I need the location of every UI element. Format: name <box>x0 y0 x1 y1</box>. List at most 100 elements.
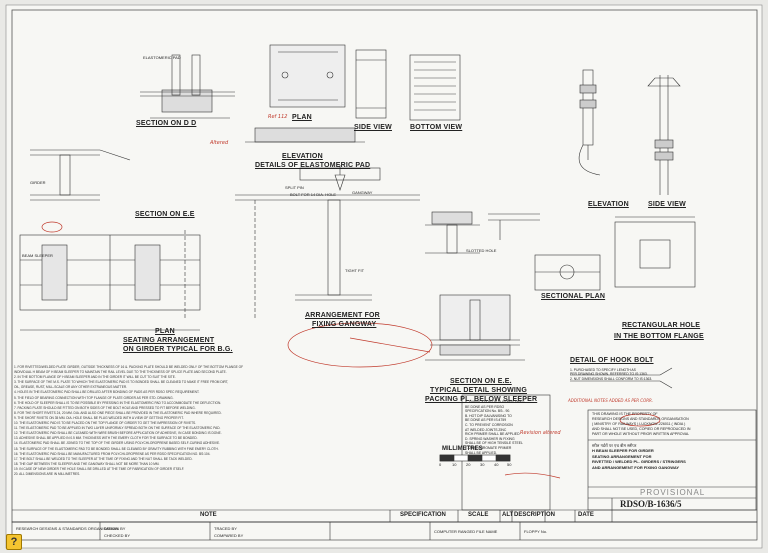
packing-plate-title: PACKING PL. BELOW SLEEPER <box>425 396 538 403</box>
note-line: 17. THE BOLT SHALL BE WELDED TO THE SLEE… <box>14 456 193 461</box>
gangway-label: GANGWAY <box>352 190 373 195</box>
hook-bolt-title: DETAIL OF HOOK BOLT <box>570 357 654 364</box>
ownership-line: ( MINISTRY OF RAILWAYS ) LUCKNOW-226011 … <box>592 422 686 426</box>
note-line: 3. THE SURFACE OF THE M.S. PLATE TO WHIC… <box>14 380 229 385</box>
note-line: INDIVIDUAL H BEAM OF H BEAM SLEEPER TO M… <box>14 370 227 375</box>
spec-line: SPECIFICATION No. BS:- 90. <box>465 409 511 414</box>
sectional-plan-title: SECTIONAL PLAN <box>541 293 606 300</box>
drawing-number: RDSO/B-1636/5 <box>620 499 682 509</box>
bolt-label: BOLT FOR 14 DIA. HOLE <box>290 192 337 197</box>
note-line: 14. ELASTOMERIC PAD SHALL BE JOINED TO T… <box>14 441 220 446</box>
hook-note-line: 1. PURCHASED TO SPECIFY LENGTH AS <box>570 368 636 372</box>
handwritten-revision: Revision altered <box>520 430 561 436</box>
note-line: 5. THE FIELD OF BEARING CONNECTION WITH … <box>14 395 174 400</box>
spec-notes: A. FABRICATION OF SLEEPER SHALL BE DONE … <box>465 400 525 455</box>
footer-scale: SCALE <box>468 512 489 518</box>
note-line: 11. THE ELASTOMERIC PAD TO BE APPLIED IN… <box>14 426 221 431</box>
spec-line: B. HOT DIP GALVANISING TO <box>465 413 512 418</box>
title-line-4: AND ARRANGEMENT FOR FIXING GANGWAY <box>592 464 680 470</box>
scale-tick-30: 30 <box>480 462 485 467</box>
rect-hole-subtitle: IN THE BOTTOM FLANGE <box>614 333 704 340</box>
title-line-3: RIVETTED / WELDED PL. GIRDERS / STRINGER… <box>592 459 686 465</box>
section-ee-title: SECTION ON E.E <box>135 211 195 218</box>
handwritten-additional: ADDITIONAL NOTES ADDED AS PER CORR. <box>568 398 654 403</box>
title-hindi: स्टील गर्डरों पर एच बीम स्लीपर <box>592 443 637 448</box>
ownership-line: PART OR WHOLE WITHOUT PRIOR WRITTEN APPR… <box>592 432 690 436</box>
slotted-hole-label: SLOTTED HOLE <box>466 248 497 253</box>
spec-line: E. ZINC CHROMATE PRIMER <box>465 445 512 450</box>
provisional-stamp: PROVISIONAL <box>640 488 706 497</box>
seating-title: SEATING ARRANGEMENT <box>123 337 215 344</box>
note-line: OIL, GREASE, RUST, MILL-SCALE OR ANY OTH… <box>14 385 128 390</box>
ownership-notice: THIS DRAWING IS THE PROPERTY OF RESEARCH… <box>592 412 690 437</box>
elevation-pad-title: ELEVATION <box>282 153 323 160</box>
hook-note-line: 2. NUT DIMENSIONS SHALL CONFORM TO IS:13… <box>570 376 653 381</box>
spec-line: SHALL BE APPLIED. <box>465 450 498 455</box>
bottom-view-title: BOTTOM VIEW <box>410 124 463 131</box>
note-line: 16. THE ELASTOMERIC PAD SHALL BE MANUFAC… <box>14 451 211 456</box>
details-pad-title: DETAILS OF ELASTOMERIC PAD <box>255 162 371 169</box>
note-line: 4. HOLES IN THE ELASTOMERIC PAD SHALL BE… <box>14 390 200 395</box>
section-dd-title: SECTION ON D D <box>136 120 197 127</box>
beam-sleeper-label: BEAM SLEEPER <box>22 253 53 258</box>
spec-line: RICH PRIMER SHALL BE APPLIED <box>465 432 520 437</box>
hook-note-line: PER DRAWING SHOWN. REFERRED TO IS:1363. <box>570 372 648 377</box>
help-icon[interactable]: ? <box>6 534 22 550</box>
note-line: 2. IN THE BOTTOM FLANGE OF H BEAM SLEEPE… <box>14 375 176 380</box>
footer-date: DATE <box>578 512 594 518</box>
note-line: 18. THE GAP BETWEEN THE SLEEPER AND THE … <box>14 461 160 466</box>
footer-specification: SPECIFICATION <box>400 512 446 518</box>
split-pin-label: SPLIT PIN <box>285 185 304 190</box>
spec-line: D. SPRING WASHER IN FIXING <box>465 436 515 441</box>
section-ee2-title: SECTION ON E.E. <box>450 378 512 385</box>
spec-line: BE DONE AS PER IS:4759 <box>465 418 507 423</box>
plan-seat-title: PLAN <box>155 328 175 335</box>
handwritten-altered: Altered <box>210 140 229 146</box>
footer-alt: ALT <box>502 512 514 518</box>
footer-floppy: FLOPPY No. <box>524 529 548 534</box>
side-view-hook-title: SIDE VIEW <box>648 201 686 208</box>
note-line: 8. FOR THE SHORT RIVETS 24, 20 MM. DIA. … <box>14 410 222 415</box>
title-line-1: H BEAM SLEEPER FOR GIRDER <box>592 448 654 454</box>
footer-org: RESEARCH DESIGNS & STANDARDS ORGANISATIO… <box>16 526 119 531</box>
millimetres-label: MILLIMETRES <box>442 446 483 452</box>
seating-subtitle: ON GIRDER TYPICAL FOR B.G. <box>123 346 233 353</box>
girder-label: GIRDER <box>30 180 46 185</box>
note-line: 19. IN CASE OF NEW GIRDER THE HOLE SHALL… <box>14 466 185 471</box>
rect-hole-title: RECTANGULAR HOLE <box>622 322 701 329</box>
spec-line: SHALL BE OF HIGH TENSILE STEEL <box>465 441 523 446</box>
footer-compared: COMPARED BY <box>214 533 244 538</box>
scale-tick-20: 20 <box>466 462 471 467</box>
ownership-line: THIS DRAWING IS THE PROPERTY OF <box>592 412 658 416</box>
scale-tick-50: 50 <box>507 462 512 467</box>
pad-label-dd: ELASTOMERIC PAD <box>143 55 181 60</box>
note-line: 6. THE HOLD OF SLEEPER SHALL IS TO BE PO… <box>14 400 222 405</box>
plan-top-title: PLAN <box>292 114 312 121</box>
spec-line: AT WELDED JOINTS ZINC <box>465 427 507 432</box>
handwritten-ref: Ref 112 <box>268 114 288 120</box>
note-line: 1. FOR RIVETTED/WELDED PLATE GIRDER, OUT… <box>14 365 244 369</box>
note-line: 13. ADHESIVE SHALL BE APPLIED IN 0.5 MM.… <box>14 436 198 441</box>
typical-detail-title: TYPICAL DETAIL SHOWING <box>430 387 527 394</box>
note-line: 12. THE ELASTOMERIC PAD SHALL BE CLEANED… <box>14 431 222 436</box>
side-view-top-title: SIDE VIEW <box>354 124 392 131</box>
note-line: 10. THE ELASTOMERIC PAD IS TO BE PLACED … <box>14 421 197 426</box>
hook-notes: 1. PURCHASED TO SPECIFY LENGTH AS PER DR… <box>570 368 652 381</box>
spec-line: A. FABRICATION OF SLEEPER SHALL <box>465 400 526 404</box>
footer-description: DESCRIPTION <box>514 512 556 518</box>
note-line: 15. THE SURFACE OF THE ELASTOMERIC PAD T… <box>14 446 219 451</box>
arrangement-title: ARRANGEMENT FOR <box>305 312 380 319</box>
ownership-line: RESEARCH DESIGNS AND STANDARDS ORGANISAT… <box>592 417 689 421</box>
notes-block: 1. FOR RIVETTED/WELDED PLATE GIRDER, OUT… <box>14 365 389 477</box>
note-line: 9. THE SHORT RIVETS ON 35 MM. DIA. HOLE … <box>14 415 184 420</box>
footer-computer: COMPUTER RANGED FILE NAME <box>434 529 498 534</box>
note-line: 7. PACKING PLATE SHOULD BE FITTED ON BOT… <box>14 405 196 410</box>
spec-line: C. TO PREVENT CORROSION <box>465 422 513 427</box>
scale-tick-0: 0 <box>439 462 442 467</box>
scale-tick-40: 40 <box>494 462 499 467</box>
footer-checked: CHECKED BY <box>104 533 131 538</box>
note-line: 20. ALL DIMENSIONS ARE IN MILLIMETRES. <box>14 471 81 476</box>
elevation-hook-title: ELEVATION <box>588 201 629 208</box>
